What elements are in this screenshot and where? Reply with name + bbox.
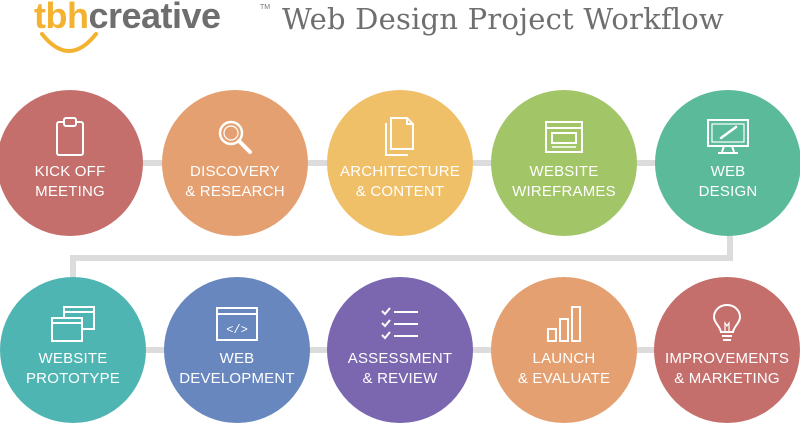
lightbulb-icon [654, 303, 800, 345]
step-improvements-marketing: IMPROVEMENTS& MARKETING [654, 277, 800, 423]
smile-icon [40, 32, 98, 53]
header: tbhcreative TM Web Design Project Workfl… [0, 0, 800, 64]
checklist-icon [327, 303, 473, 345]
page-title: Web Design Project Workflow [282, 2, 724, 36]
step-label: ASSESSMENT& REVIEW [347, 350, 453, 387]
windows-icon [0, 303, 146, 345]
step-label: LAUNCH& EVALUATE [517, 350, 611, 387]
magnifier-icon [162, 116, 308, 158]
step-label: DISCOVERY& RESEARCH [185, 163, 285, 200]
code-window-icon: </> [164, 303, 310, 345]
bar-chart-icon [491, 303, 637, 345]
documents-icon [327, 116, 473, 158]
step-label: IMPROVEMENTS& MARKETING [664, 350, 790, 387]
step-launch-evaluate: LAUNCH& EVALUATE [491, 277, 637, 423]
svg-text:</>: </> [226, 323, 248, 337]
step-architecture-content: ARCHITECTURE& CONTENT [327, 90, 473, 236]
step-discovery-research: DISCOVERY& RESEARCH [162, 90, 308, 236]
monitor-pen-icon [655, 116, 800, 158]
trademark: TM [260, 4, 271, 11]
clipboard-icon [0, 116, 143, 158]
step-assessment-review: ASSESSMENT& REVIEW [327, 277, 473, 423]
wireframe-icon [491, 116, 637, 158]
logo-wordmark: tbhcreative [34, 0, 221, 36]
step-label: ARCHITECTURE& CONTENT [340, 163, 460, 200]
